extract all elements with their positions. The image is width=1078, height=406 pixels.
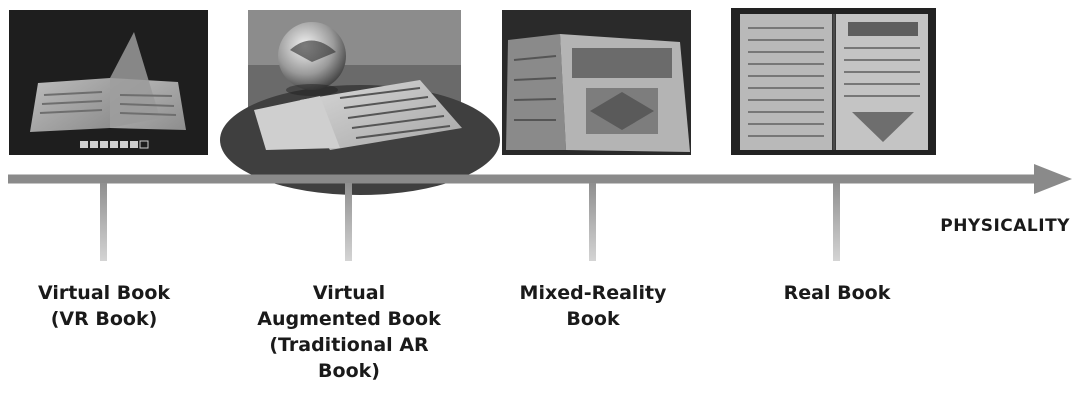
tick-real-book xyxy=(833,183,840,261)
stage-label-augmented-book: Virtual Augmented Book (Traditional AR B… xyxy=(257,282,441,382)
stage-label-real-book: Real Book xyxy=(783,282,891,304)
axis-arrowhead xyxy=(1034,164,1072,194)
stage-label-mixed-reality-book: Mixed-Reality Book xyxy=(519,282,667,330)
augmented-book-photo xyxy=(220,10,500,195)
tick-virtual-book xyxy=(100,183,107,261)
axis-label: PHYSICALITY xyxy=(940,216,1070,236)
virtual-book-photo xyxy=(9,10,208,155)
stage-label-virtual-book: Virtual Book (VR Book) xyxy=(37,282,171,330)
tick-mixed-reality-book xyxy=(589,183,596,261)
tick-augmented-book xyxy=(345,183,352,261)
real-book-photo xyxy=(731,8,936,155)
mixed-reality-book-photo xyxy=(502,10,691,155)
